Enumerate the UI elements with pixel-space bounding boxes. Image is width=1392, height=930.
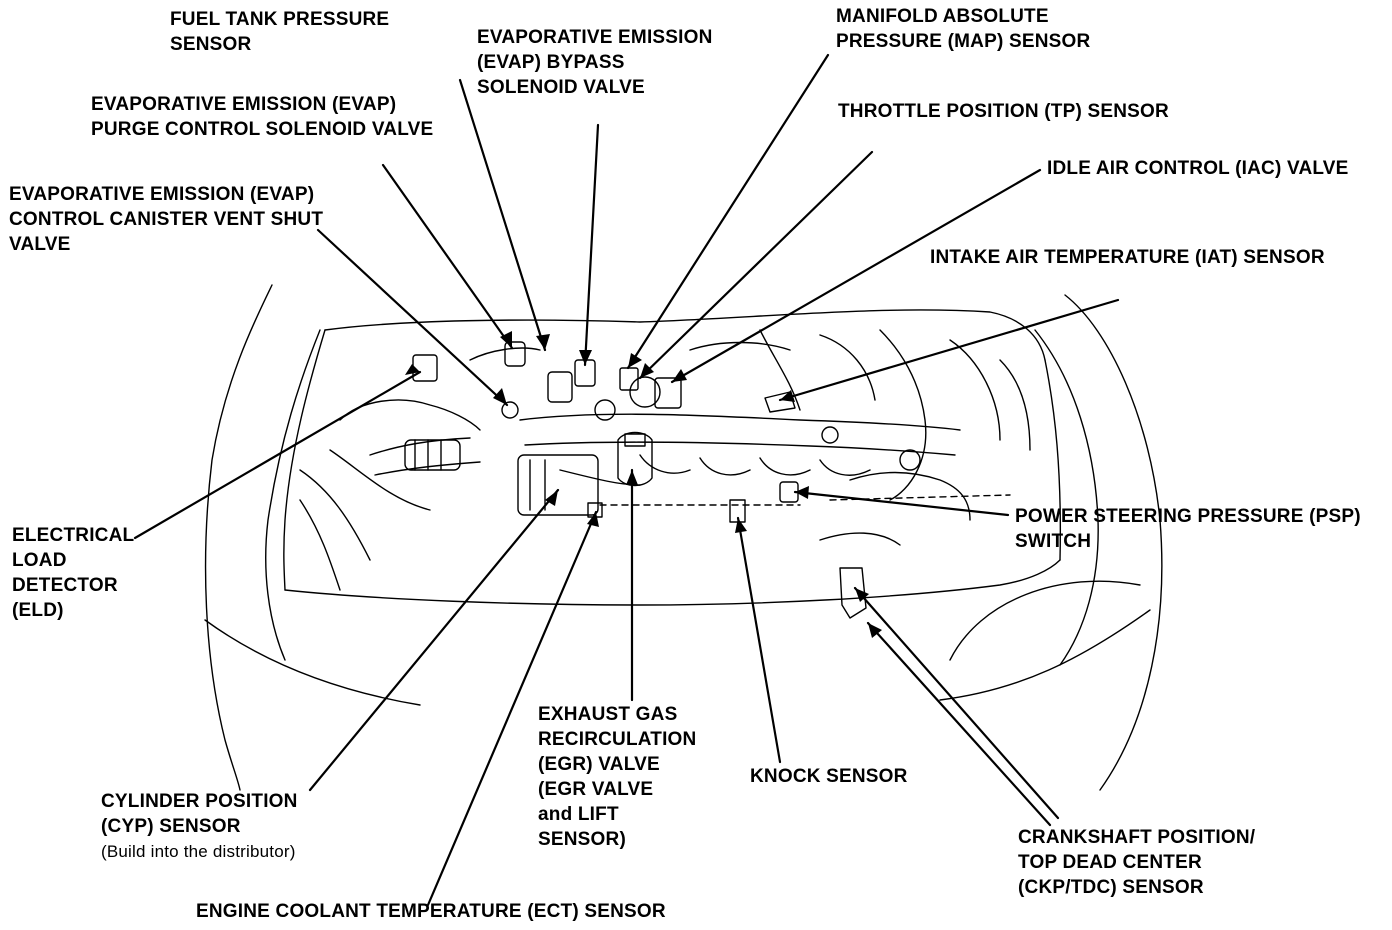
label-iac-valve: IDLE AIR CONTROL (IAC) VALVE xyxy=(1047,158,1349,179)
leader-eld xyxy=(133,370,422,540)
leader-iac xyxy=(670,168,1042,384)
label-psp-switch: POWER STEERING PRESSURE (PSP) SWITCH xyxy=(1015,506,1361,552)
lower-left-panel xyxy=(204,619,421,706)
cyp-note: (Build into the distributor) xyxy=(101,842,296,861)
label-map-sensor: MANIFOLD ABSOLUTE PRESSURE (MAP) SENSOR xyxy=(836,6,1091,52)
leader-tp xyxy=(638,150,874,380)
label-evap-canister-vent-shut-valve: EVAPORATIVE EMISSION (EVAP) CONTROL CANI… xyxy=(9,184,324,255)
engine-right-side xyxy=(1044,359,1062,561)
leader-iat xyxy=(778,298,1120,402)
engine-left-side xyxy=(283,329,326,591)
leader-knock xyxy=(736,516,782,764)
left-fender-outline xyxy=(204,284,273,791)
knock-sensor-body xyxy=(729,499,746,523)
leader-evap-purge xyxy=(381,163,514,350)
left-fender-inner xyxy=(265,329,321,661)
label-knock-sensor: KNOCK SENSOR xyxy=(750,766,908,787)
iat-sensor xyxy=(764,391,796,413)
vent-shut-valve xyxy=(501,401,519,419)
lower-right-curve xyxy=(949,580,1141,661)
purge-solenoid xyxy=(547,371,573,403)
leader-map xyxy=(626,53,830,370)
label-egr-valve: EXHAUST GAS RECIRCULATION (EGR) VALVE (E… xyxy=(538,704,697,850)
leader-ckp-b xyxy=(866,621,1052,827)
intake-manifold xyxy=(519,413,961,431)
label-evap-purge-control-solenoid-valve: EVAPORATIVE EMISSION (EVAP) PURGE CONTRO… xyxy=(91,94,434,140)
fuel-tank-pressure-sensor xyxy=(504,341,526,367)
engine-top-outline xyxy=(324,309,1046,361)
air-intake-duct xyxy=(369,437,481,476)
label-ect-sensor: ENGINE COOLANT TEMPERATURE (ECT) SENSOR xyxy=(196,901,666,922)
label-eld: ELECTRICAL LOAD DETECTOR (ELD) xyxy=(12,525,135,621)
eld-box xyxy=(412,354,438,382)
throttle-body xyxy=(629,376,661,408)
label-iat-sensor: INTAKE AIR TEMPERATURE (IAT) SENSOR xyxy=(930,247,1325,268)
label-fuel-tank-pressure-sensor: FUEL TANK PRESSURE SENSOR xyxy=(170,9,390,55)
engine-bottom-outline xyxy=(284,559,1061,606)
leader-evap-bypass xyxy=(583,123,600,367)
leader-fuel-tank xyxy=(458,78,547,352)
label-evap-bypass-solenoid-valve: EVAPORATIVE EMISSION (EVAP) BYPASS SOLEN… xyxy=(477,27,713,98)
label-ckp-tdc-sensor: CRANKSHAFT POSITION/ TOP DEAD CENTER (CK… xyxy=(1018,827,1256,898)
leader-ckp-a xyxy=(853,586,1060,820)
right-fender-inner xyxy=(1034,329,1099,666)
lower-right-panel xyxy=(939,609,1151,701)
leader-psp xyxy=(793,490,1010,517)
label-cyp-sensor: CYLINDER POSITION (CYP) SENSOR (Build in… xyxy=(101,789,298,864)
ckp-sensor-body xyxy=(839,567,867,619)
leader-ect xyxy=(426,510,598,907)
distributor xyxy=(517,454,599,516)
right-fender-outline xyxy=(1064,294,1163,791)
leader-evap-vent xyxy=(316,228,509,407)
leader-cyp xyxy=(308,488,560,792)
label-tp-sensor: THROTTLE POSITION (TP) SENSOR xyxy=(838,101,1169,122)
